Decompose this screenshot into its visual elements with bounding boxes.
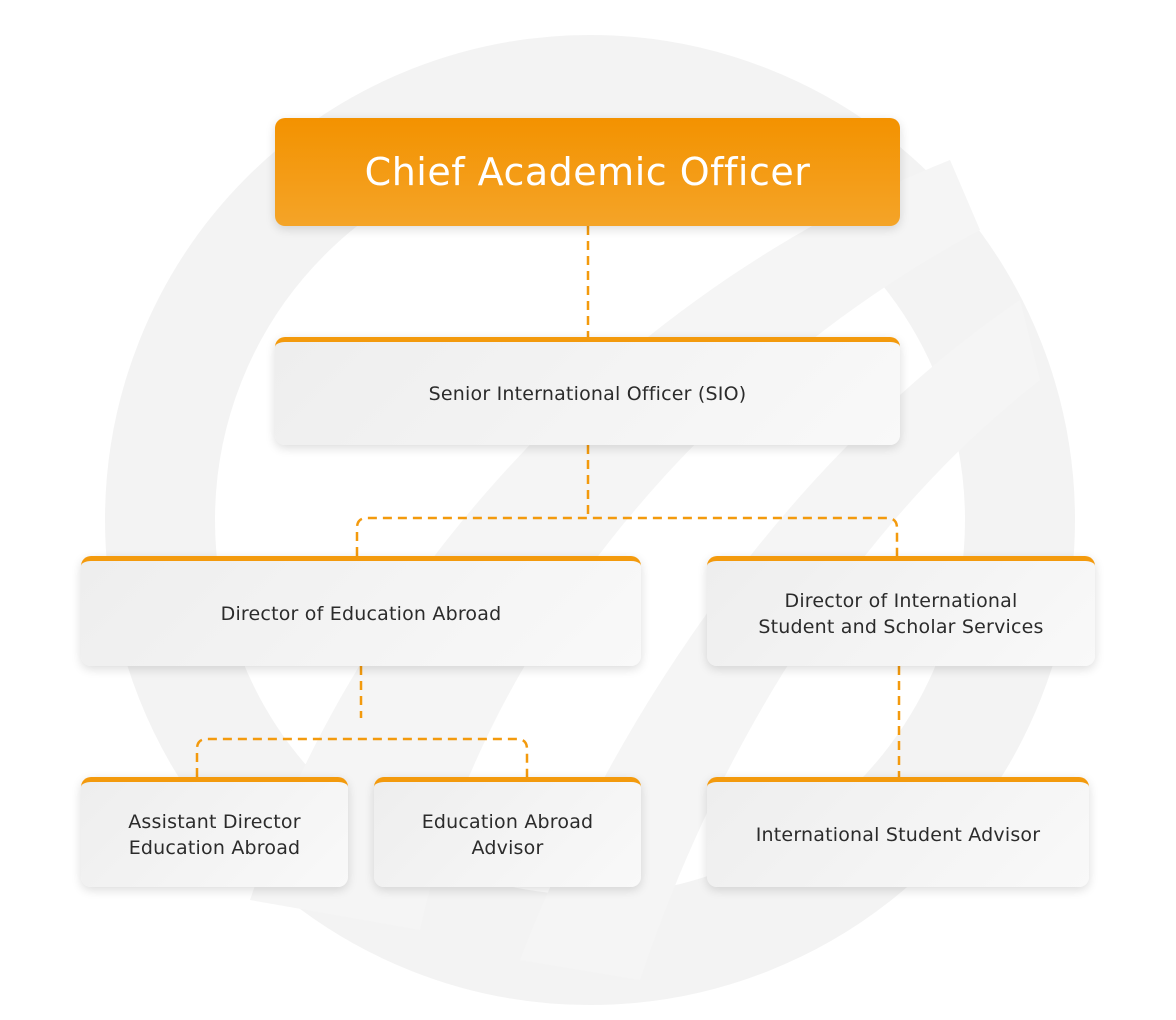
node-education-abroad-advisor: Education Abroad Advisor [374, 777, 641, 887]
node-assistant-director: Assistant Director Education Abroad [81, 777, 348, 887]
connector-dea-staff [195, 666, 529, 777]
node-director-education-abroad: Director of Education Abroad [81, 556, 641, 666]
node-senior-international-officer: Senior International Officer (SIO) [275, 337, 900, 445]
node-director-isss: Director of International Student and Sc… [707, 556, 1095, 666]
node-international-student-advisor: International Student Advisor [707, 777, 1089, 887]
connector-sio-directors [355, 445, 899, 556]
node-chief-academic-officer: Chief Academic Officer [275, 118, 900, 226]
